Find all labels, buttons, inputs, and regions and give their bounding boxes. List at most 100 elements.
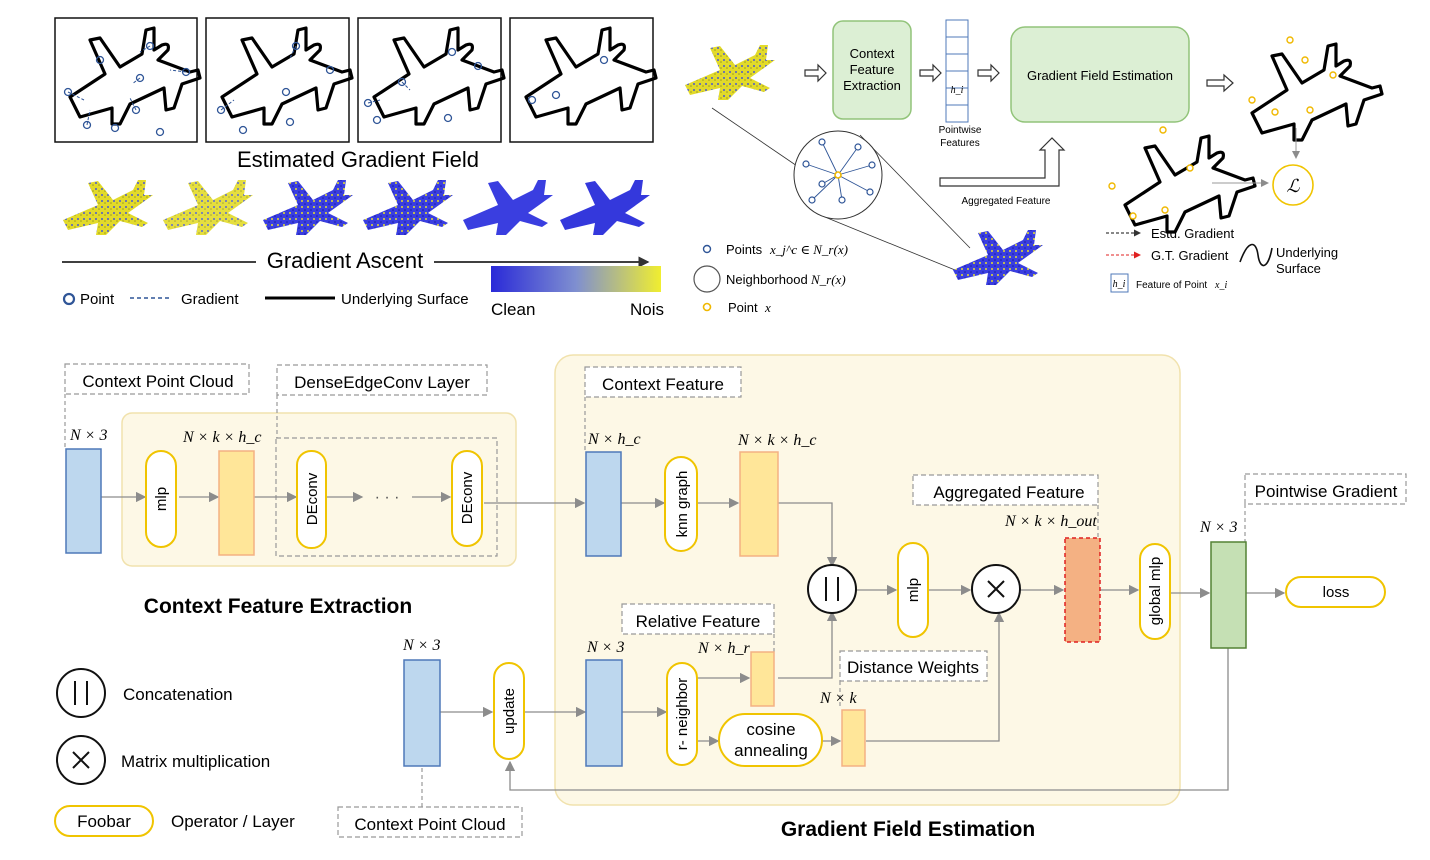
op-update-label: update	[501, 688, 518, 734]
concat-legend-label: Concatenation	[123, 685, 233, 704]
context-feature-extraction-box	[832, 20, 912, 120]
surface-legend-label: Underlying Surface	[341, 291, 469, 308]
feature-of-point-label: Feature of Point	[1136, 280, 1207, 291]
zoom-line-2	[859, 134, 971, 249]
tensor-nk	[841, 709, 866, 767]
tensor-updated	[585, 659, 623, 767]
output-points	[1248, 36, 1337, 116]
pointwise-features-line-2: Features	[940, 138, 979, 149]
tensor-input	[65, 448, 102, 554]
section-cfe-title: Context Feature Extraction	[144, 595, 412, 618]
plane-step-5	[463, 180, 553, 235]
dim-nhc: N × h_c	[587, 431, 641, 448]
connectors	[101, 491, 1286, 791]
neighborhood-legend-icon	[693, 265, 721, 293]
input-plane	[685, 45, 775, 100]
points-legend-label: Points	[726, 242, 763, 257]
loss-symbol: ℒ	[1287, 176, 1301, 196]
callout-leaders	[64, 394, 1246, 807]
tensor-nkhc-a	[218, 450, 255, 556]
concat-node	[807, 564, 857, 614]
op-mlp2-label: mlp	[905, 578, 922, 602]
concat-legend-icon	[56, 668, 106, 718]
op-deconv2	[451, 450, 483, 547]
op-global-mlp	[1139, 543, 1171, 640]
plane-step-2	[163, 180, 253, 235]
operator-pills	[54, 450, 1386, 837]
tensor-output	[1210, 541, 1247, 649]
aggregated-feature-small: Aggregated Feature	[962, 196, 1051, 207]
feature-of-point-math: x_i	[1214, 280, 1227, 291]
clean-label: Clean	[491, 300, 535, 319]
op-loss-label: loss	[1323, 584, 1350, 601]
op-cosine-line-2: annealing	[734, 741, 808, 760]
cfe-line-1: Context	[850, 46, 895, 61]
clean-noisy-colorbar	[491, 266, 661, 292]
dim-nkhc-a: N × k × h_c	[182, 429, 261, 446]
top-left-legend: Point Gradient Underlying Surface Clean …	[62, 266, 664, 319]
feature-legend-icon-label: h_i	[1113, 279, 1126, 290]
output-plane	[1250, 42, 1384, 142]
gradient-ascent-label: Gradient Ascent	[267, 248, 424, 273]
dim-n3-c: N × 3	[402, 637, 440, 654]
points-legend-math: x_j^c ∈ N_r(x)	[769, 242, 848, 257]
zoom-line-3	[819, 214, 956, 271]
architecture-detail: Context Point Cloud DenseEdgeConv Layer …	[54, 354, 1407, 841]
op-cosine-annealing	[718, 713, 823, 767]
pointwise-feature-vector: h_i	[945, 19, 969, 123]
pointwise-gradient-label: Pointwise Gradient	[1255, 482, 1398, 501]
neighborhood-legend-label: Neighborhood	[726, 272, 808, 287]
neighborhood-legend-math: N_r(x)	[810, 272, 846, 287]
gradient-field-estimation-container	[554, 354, 1181, 806]
plane-step-3	[263, 180, 353, 235]
underlying-line-2: Surface	[1276, 261, 1321, 276]
context-feature-label: Context Feature	[602, 375, 724, 394]
tensor-nhc	[585, 451, 622, 557]
gradient-ascent-planes	[63, 180, 650, 235]
estimated-gradient-field-label: Estimated Gradient Field	[237, 147, 479, 172]
panel-gradients	[67, 45, 411, 126]
op-knn-graph-label: knn graph	[674, 471, 691, 538]
dim-nk: N × k	[819, 690, 857, 707]
op-r-neighbor-label: r- neighbor	[674, 678, 691, 751]
panel-3	[357, 17, 506, 143]
tensor-nkhc-b	[739, 451, 779, 557]
dim-nkhout: N × k × h_out	[1004, 513, 1097, 530]
dimension-labels: N × 3 N × k × h_c N × h_c N × k × h_c N …	[69, 427, 1237, 707]
matmul-legend-label: Matrix multiplication	[121, 752, 270, 771]
foobar-legend-label: Foobar	[77, 812, 131, 831]
gt-gradient-label: G.T. Gradient	[1151, 248, 1229, 263]
cfe-line-3: Extraction	[843, 78, 901, 93]
zoom-line-1	[711, 107, 801, 169]
dim-n3-b: N × 3	[1199, 519, 1237, 536]
gt-points	[1108, 126, 1194, 220]
center-point	[834, 171, 842, 179]
gradient-field-panels: Estimated Gradient Field	[54, 17, 658, 172]
panel-2	[205, 17, 354, 143]
dim-n3-a: N × 3	[69, 427, 107, 444]
op-mlp1	[145, 450, 177, 548]
point-legend-label: Point	[80, 291, 115, 308]
point-legend-icon	[62, 292, 76, 306]
panel-points	[63, 41, 609, 137]
surface-icon	[1239, 243, 1273, 267]
point-x-legend-label: Point	[728, 300, 758, 315]
panel-4	[509, 17, 658, 143]
dim-nhr: N × h_r	[697, 640, 750, 657]
context-point-cloud-bottom-label: Context Point Cloud	[354, 815, 505, 834]
dense-edge-conv-label: DenseEdgeConv Layer	[294, 373, 470, 392]
plane-step-6	[560, 180, 650, 235]
aggregated-feature-label: Aggregated Feature	[933, 483, 1084, 502]
callout-boxes	[64, 363, 1407, 838]
op-cosine-line-1: cosine	[746, 720, 795, 739]
distance-weights-label: Distance Weights	[847, 658, 979, 677]
gradient-field-estimation-box	[1010, 26, 1190, 123]
tensor-nkhout	[1064, 537, 1101, 643]
hollow-arrows	[804, 63, 1234, 187]
gradient-legend-label: Gradient	[181, 291, 239, 308]
gfe-label: Gradient Field Estimation	[1027, 68, 1173, 83]
pipeline-overview: Context Feature Extraction h_i Pointwise…	[685, 19, 1384, 315]
point-x-legend-math: x	[764, 300, 771, 315]
neighborhood-points	[802, 138, 876, 204]
underlying-line-1: Underlying	[1276, 245, 1338, 260]
